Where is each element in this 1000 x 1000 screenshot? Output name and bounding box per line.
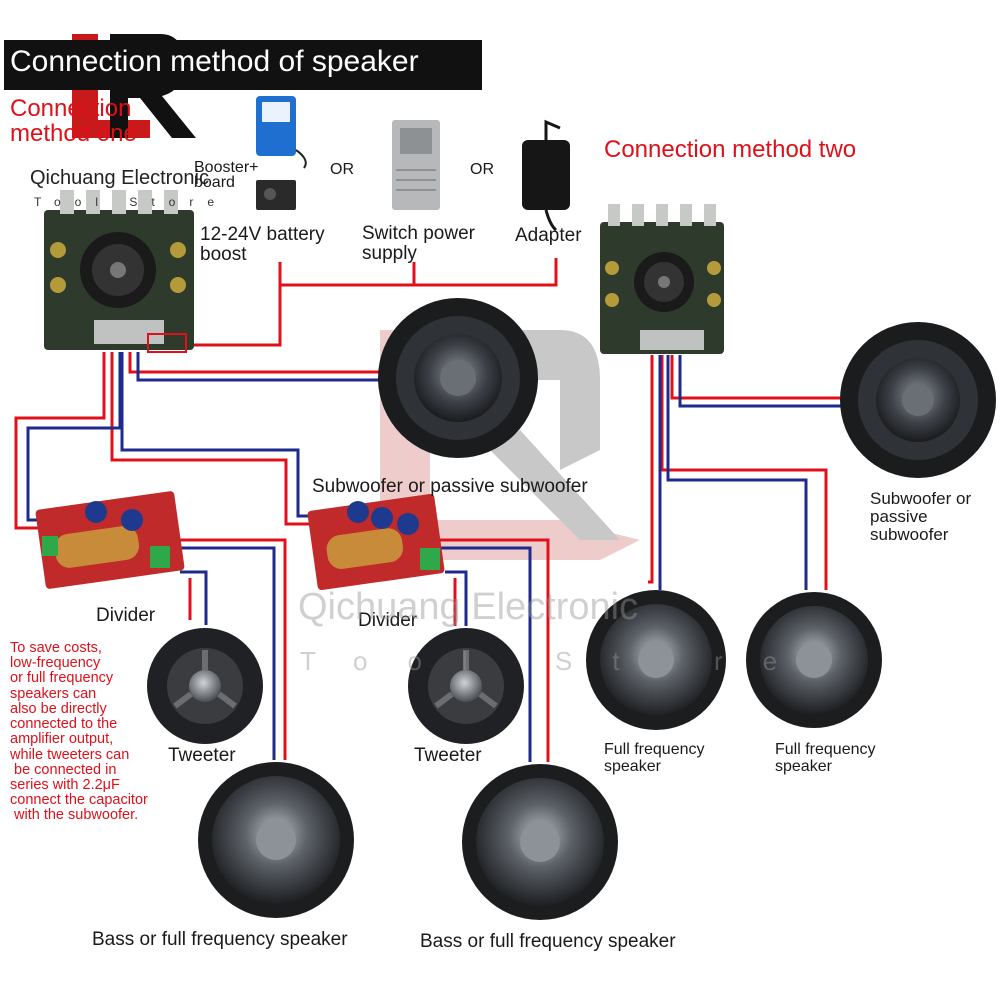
full-frequency-1-label: Full frequency speaker bbox=[604, 741, 705, 775]
or-label-1: OR bbox=[330, 161, 354, 178]
or-label-2: OR bbox=[470, 161, 494, 178]
battery-label: 12-24V battery boost bbox=[200, 224, 325, 265]
subwoofer-2-label: Subwoofer or passive subwoofer bbox=[870, 489, 972, 544]
full-frequency-2-label: Full frequency speaker bbox=[775, 741, 876, 775]
subwoofer-1 bbox=[378, 298, 538, 458]
watermark-text: Qichuang Electronic bbox=[298, 586, 639, 628]
switch-power-supply bbox=[392, 120, 440, 210]
switch-supply-label: Switch power supply bbox=[362, 223, 475, 264]
tweeter-2-label: Tweeter bbox=[414, 745, 482, 766]
divider-1-label: Divider bbox=[96, 605, 156, 626]
full-frequency-speaker-1 bbox=[586, 590, 726, 730]
bass-2-label: Bass or full frequency speaker bbox=[420, 931, 676, 952]
booster-board bbox=[256, 180, 296, 210]
crossover-divider-1 bbox=[35, 491, 185, 589]
brand-name: Qichuang Electronic bbox=[30, 167, 209, 189]
brand-subtitle: Tool Store bbox=[34, 195, 229, 209]
power-adapter bbox=[522, 119, 570, 232]
wires-blue bbox=[26, 352, 846, 762]
bass-1-label: Bass or full frequency speaker bbox=[92, 929, 348, 950]
amplifier-board-2 bbox=[600, 204, 724, 354]
tweeter-2 bbox=[408, 628, 524, 744]
divider-2-label: Divider bbox=[358, 610, 418, 631]
subwoofer-1-label: Subwoofer or passive subwoofer bbox=[312, 476, 588, 497]
page-title: Connection method of speaker bbox=[10, 45, 419, 78]
amplifier-board-1 bbox=[44, 190, 194, 353]
cost-saving-note: To save costs, low-frequency or full fre… bbox=[10, 640, 148, 824]
crossover-divider-2 bbox=[307, 493, 445, 591]
tweeter-1 bbox=[147, 628, 263, 744]
method-two-title: Connection method two bbox=[604, 136, 857, 163]
full-frequency-speaker-2 bbox=[746, 592, 882, 728]
method-one-title: Connection method one bbox=[10, 95, 137, 148]
adapter-label: Adapter bbox=[515, 225, 582, 246]
watermark-subtitle: Tool Store bbox=[300, 646, 818, 676]
bass-speaker-2 bbox=[462, 764, 618, 920]
title-bar bbox=[4, 40, 482, 90]
wires-red bbox=[14, 258, 846, 762]
bass-speaker-1 bbox=[198, 762, 354, 918]
battery-pack bbox=[256, 96, 307, 169]
subwoofer-2 bbox=[840, 322, 996, 478]
tweeter-1-label: Tweeter bbox=[168, 745, 236, 766]
booster-label: Booster+ board bbox=[194, 159, 259, 192]
